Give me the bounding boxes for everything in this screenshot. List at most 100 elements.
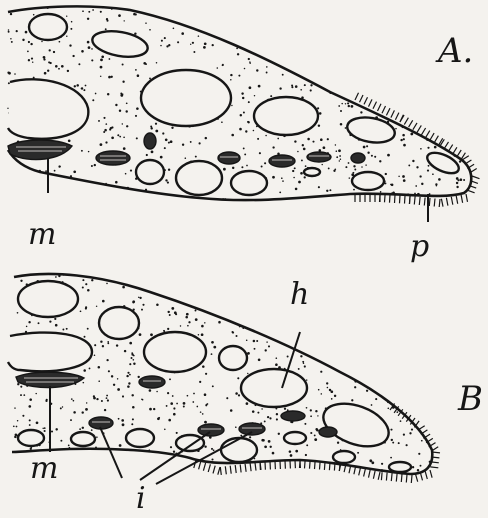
stipple-dot: [306, 407, 308, 409]
vacuole: [352, 172, 384, 190]
stipple-dot: [7, 71, 9, 73]
cilium: [208, 464, 210, 472]
stipple-dot: [411, 429, 413, 431]
stipple-dot: [198, 35, 200, 37]
stipple-dot: [232, 332, 234, 334]
stipple-dot: [224, 198, 226, 200]
stipple-dot: [265, 349, 267, 351]
cilium: [381, 472, 382, 480]
stipple-dot: [239, 128, 242, 131]
stipple-dot: [201, 333, 204, 336]
stipple-dot: [261, 166, 263, 168]
stipple-dot: [196, 406, 198, 408]
stipple-dot: [80, 310, 82, 312]
stipple-dot: [100, 76, 101, 77]
stipple-dot: [249, 86, 252, 89]
stipple-dot: [66, 16, 67, 17]
stipple-dot: [105, 28, 107, 30]
stipple-dot: [32, 61, 33, 62]
stipple-dot: [106, 397, 108, 399]
cilium: [396, 474, 397, 482]
cilium: [430, 467, 438, 468]
stipple-dot: [305, 454, 307, 456]
stipple-dot: [85, 283, 87, 285]
stipple-dot: [415, 185, 417, 187]
stipple-dot: [195, 156, 197, 158]
stipple-dot: [98, 120, 100, 122]
stipple-dot: [193, 51, 195, 53]
stipple-dot: [329, 189, 331, 191]
stipple-dot: [317, 415, 318, 416]
stipple-dot: [340, 123, 343, 126]
stipple-dot: [43, 56, 46, 59]
stipple-dot: [111, 375, 113, 377]
stipple-dot: [28, 321, 30, 323]
stipple-dot: [329, 92, 331, 94]
stipple-dot: [172, 395, 174, 397]
striated-body: [218, 152, 240, 164]
stipple-dot: [113, 384, 115, 386]
stipple-dot: [151, 151, 154, 154]
stipple-dot: [387, 407, 389, 409]
stipple-dot: [230, 79, 232, 81]
stipple-dot: [253, 340, 256, 343]
stipple-dot: [26, 326, 28, 328]
stipple-dot: [14, 436, 17, 439]
cilium: [421, 128, 425, 135]
stipple-dot: [256, 69, 258, 71]
cilium: [354, 467, 356, 475]
stipple-dot: [46, 399, 48, 401]
stipple-dot: [187, 325, 189, 327]
stipple-dot: [36, 421, 39, 424]
stipple-dot: [122, 63, 124, 65]
stipple-dot: [68, 445, 70, 447]
stipple-dot: [156, 62, 158, 64]
cilium: [245, 464, 246, 472]
cilium: [457, 150, 461, 157]
striated-body: [96, 151, 130, 165]
panel-a-inclusions: [8, 133, 365, 167]
stipple-dot: [429, 461, 431, 463]
stipple-dot: [29, 398, 32, 401]
stipple-dot: [374, 156, 376, 158]
stipple-dot: [20, 386, 22, 388]
stipple-dot: [403, 179, 406, 182]
stipple-dot: [320, 371, 322, 373]
stipple-dot: [7, 108, 8, 109]
stipple-dot: [162, 132, 164, 134]
cilium: [324, 462, 325, 470]
stipple-dot: [82, 286, 84, 288]
stipple-dot: [351, 105, 354, 108]
cilium: [255, 463, 256, 471]
stipple-dot: [100, 11, 102, 13]
stipple-dot: [269, 417, 271, 419]
stipple-dot: [298, 368, 300, 370]
vacuole: [18, 430, 44, 446]
stipple-dot: [166, 405, 168, 407]
stipple-dot: [83, 89, 85, 91]
stipple-dot: [135, 13, 137, 15]
stipple-dot: [86, 402, 87, 403]
striated-body: [307, 152, 331, 162]
stipple-dot: [124, 20, 125, 21]
stipple-dot: [82, 279, 84, 281]
cilium: [391, 110, 395, 117]
stipple-dot: [385, 173, 387, 175]
stipple-dot: [238, 75, 240, 77]
stipple-dot: [8, 31, 10, 33]
stipple-dot: [398, 442, 400, 444]
stipple-dot: [167, 182, 169, 184]
stipple-dot: [100, 340, 102, 342]
stipple-dot: [55, 428, 57, 430]
stipple-dot: [168, 169, 170, 171]
cilium: [417, 125, 421, 132]
vacuole: [8, 333, 92, 372]
stipple-dot: [326, 382, 328, 384]
stipple-dot: [91, 279, 93, 281]
striated-body: [144, 133, 156, 149]
cilium: [386, 108, 390, 115]
stipple-dot: [257, 138, 259, 140]
stipple-dot: [319, 112, 322, 115]
stipple-dot: [276, 418, 278, 420]
cilium: [386, 473, 387, 481]
